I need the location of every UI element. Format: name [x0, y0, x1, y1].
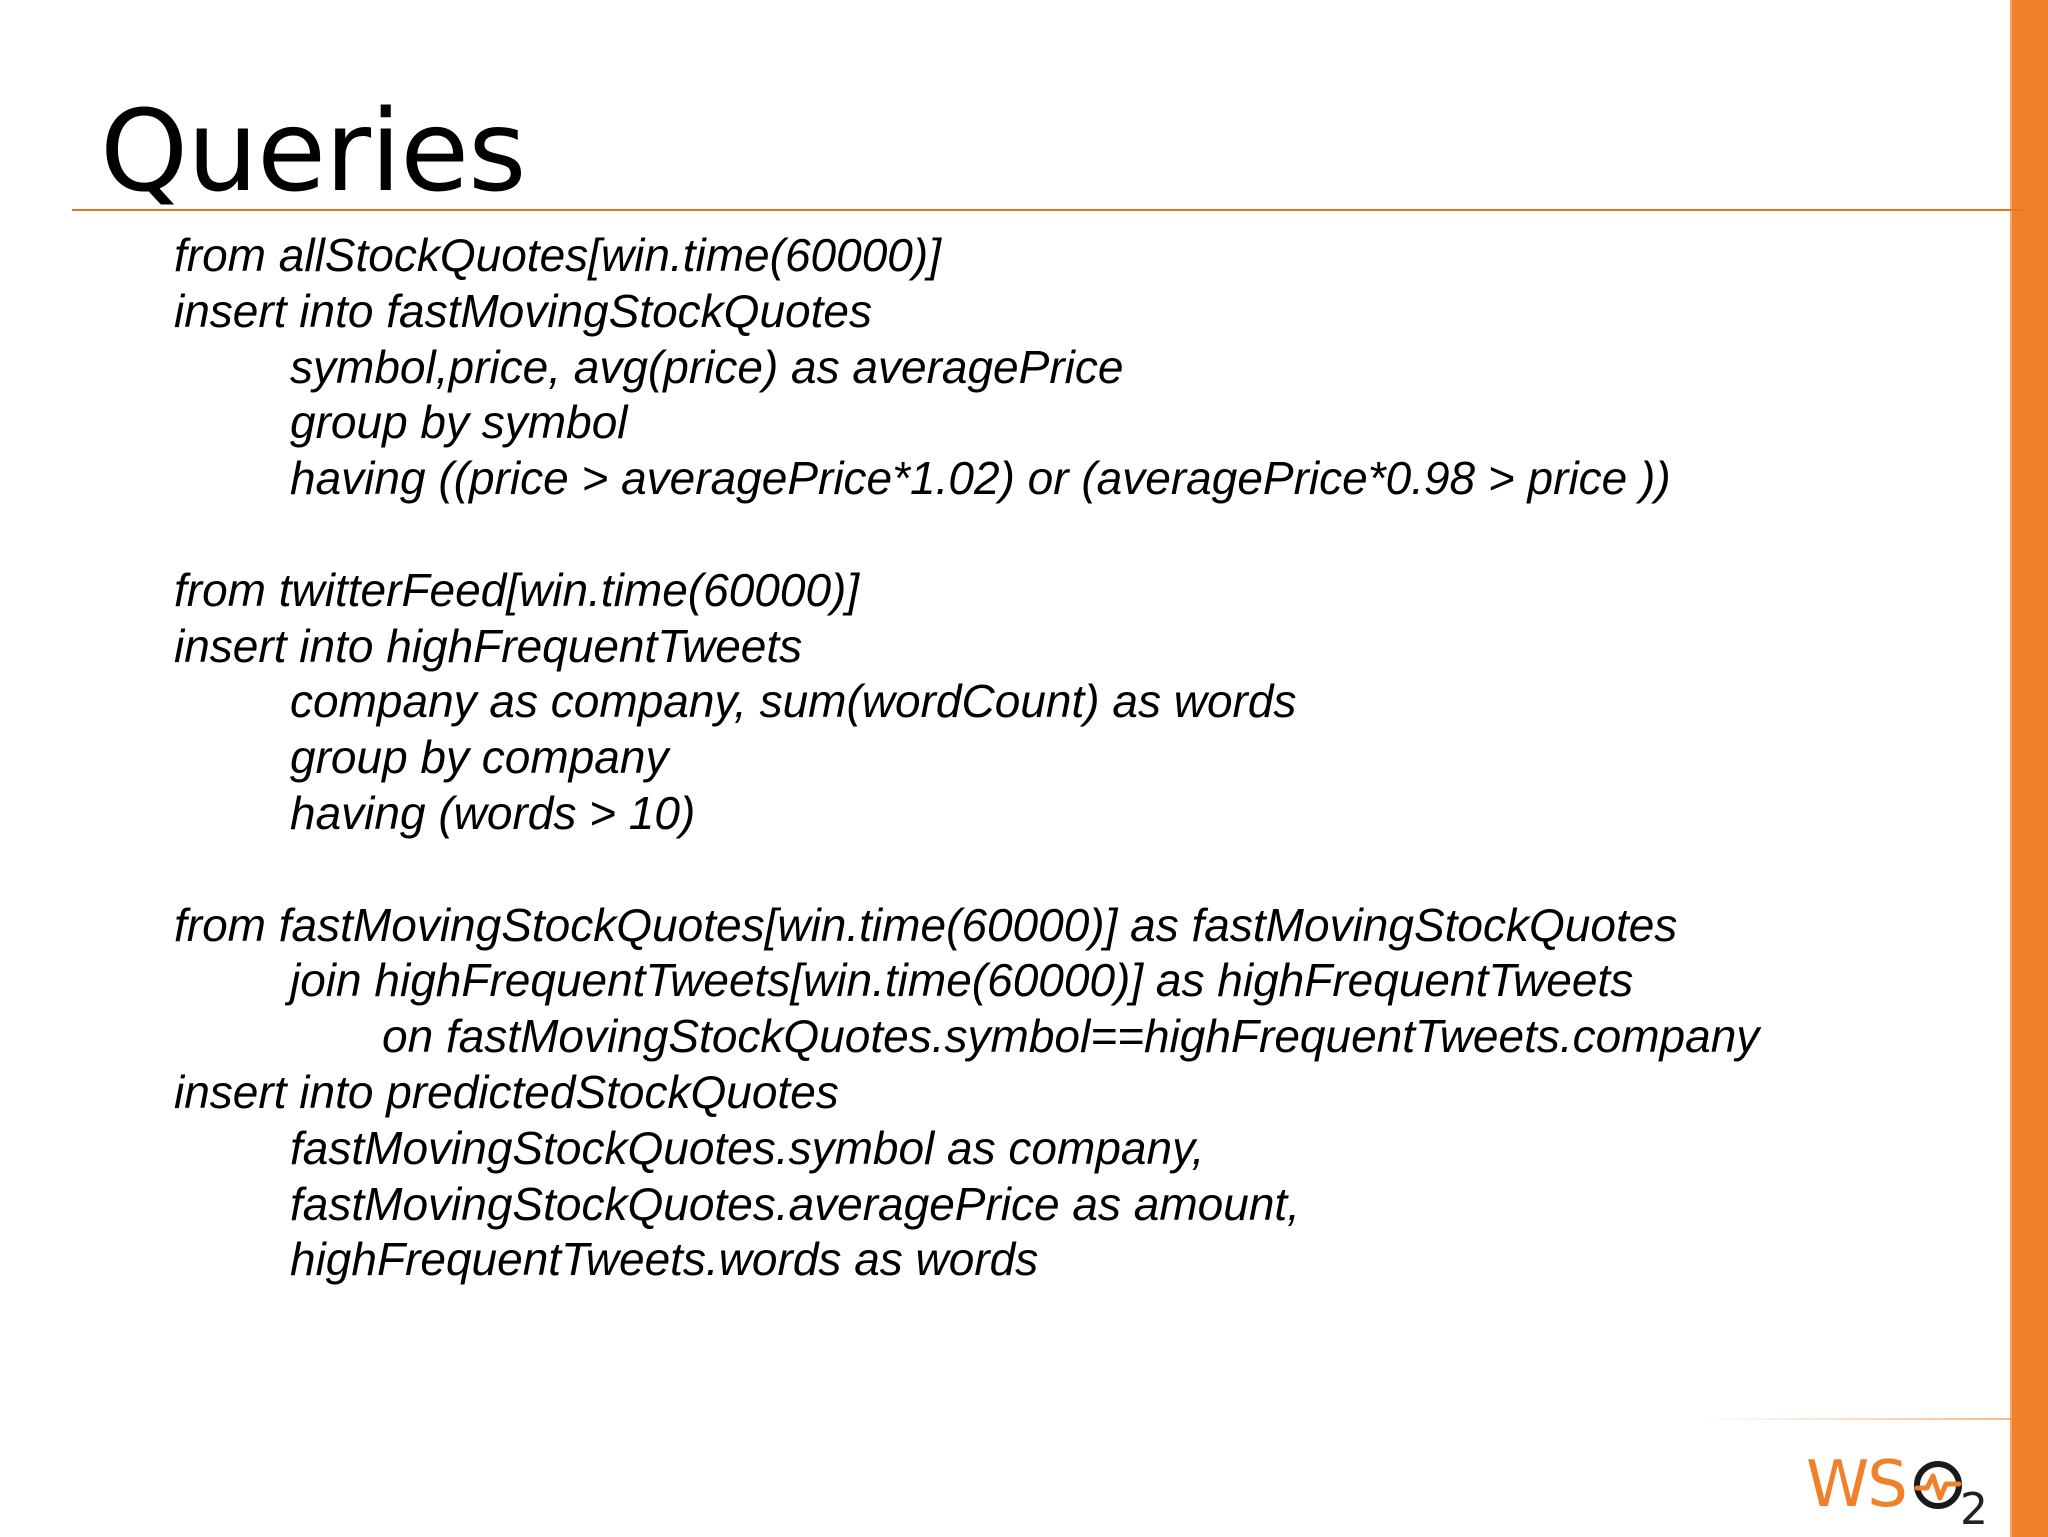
logo-pulse-icon — [1914, 1473, 1962, 1501]
code-line: having ((price > averagePrice*1.02) or (… — [290, 452, 1671, 505]
code-line: insert into fastMovingStockQuotes — [174, 284, 872, 337]
slide-title: Queries — [100, 87, 526, 217]
code-line — [174, 842, 1759, 898]
logo-subscript: 2 — [1960, 1484, 1988, 1530]
code-line: highFrequentTweets.words as words — [290, 1233, 1039, 1286]
code-line: fastMovingStockQuotes.averagePrice as am… — [290, 1177, 1300, 1230]
code-line: from fastMovingStockQuotes[win.time(6000… — [174, 898, 1678, 951]
code-line: fastMovingStockQuotes.symbol as company, — [290, 1121, 1205, 1174]
code-line: symbol,price, avg(price) as averagePrice — [290, 340, 1124, 393]
code-line: company as company, sum(wordCount) as wo… — [290, 675, 1297, 728]
code-line — [174, 507, 1759, 563]
code-line: from allStockQuotes[win.time(60000)] — [174, 229, 941, 281]
query-code-block: from allStockQuotes[win.time(60000)]inse… — [174, 228, 1759, 1288]
footer-divider — [1700, 1418, 2012, 1420]
right-accent-bar-edge — [2010, 0, 2013, 1537]
code-line: on fastMovingStockQuotes.symbol==highFre… — [382, 1010, 1760, 1063]
code-line: insert into highFrequentTweets — [174, 619, 803, 672]
code-line: group by company — [290, 731, 669, 784]
right-accent-bar — [2012, 0, 2048, 1537]
code-line: group by symbol — [290, 396, 628, 449]
wso2-logo-icon: WS 2 — [1806, 1448, 1988, 1530]
code-line: having (words > 10) — [290, 786, 696, 839]
code-line: from twitterFeed[win.time(60000)] — [174, 563, 860, 616]
title-divider — [72, 209, 2022, 211]
logo-brand-text: WS — [1806, 1448, 1906, 1522]
code-line: join highFrequentTweets[win.time(60000)]… — [290, 954, 1634, 1007]
code-line: insert into predictedStockQuotes — [174, 1065, 839, 1118]
